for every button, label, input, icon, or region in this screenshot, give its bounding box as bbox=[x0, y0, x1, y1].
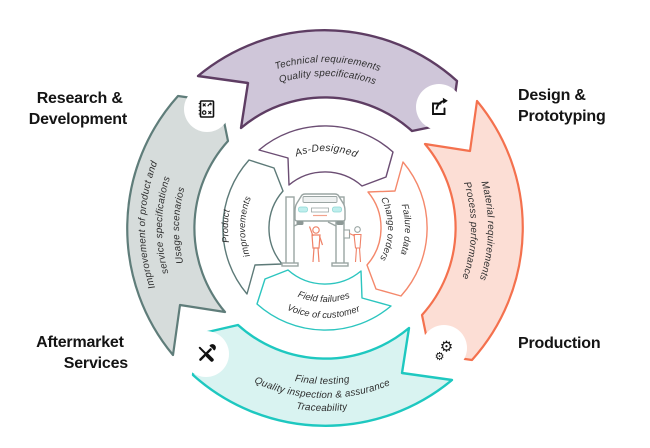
outer-ring bbox=[126, 29, 524, 427]
svg-text:⚙: ⚙ bbox=[435, 350, 445, 363]
technician-figure bbox=[343, 226, 362, 263]
outer-arc-rd-to-design bbox=[196, 29, 459, 133]
share-export-icon bbox=[416, 84, 462, 130]
outer-arc-production-to-aftermarket bbox=[191, 323, 454, 427]
stage-label-aftermarket-services: Aftermarket Services bbox=[36, 334, 128, 372]
arc-text-product: Product bbox=[220, 208, 232, 243]
inner-ring bbox=[222, 125, 428, 331]
outer-arc-design-to-production bbox=[420, 99, 524, 362]
inner-arc-field-failures bbox=[256, 269, 392, 331]
arc-text-field-failures: Field failures bbox=[297, 289, 352, 304]
arc-text-failure-data: Failure data bbox=[399, 203, 413, 257]
inner-arc-as-designed bbox=[258, 125, 394, 187]
inner-arc-failure-data bbox=[366, 161, 428, 297]
arc-text-traceability: Traceability bbox=[296, 401, 349, 414]
inner-arc-product-improvements bbox=[222, 159, 284, 295]
arc-text-final-testing: Final testing bbox=[294, 373, 351, 387]
stage-labels: Research & Development Design & Prototyp… bbox=[29, 87, 606, 372]
svg-text:⚙: ⚙ bbox=[440, 338, 453, 356]
crossed-tools-icon bbox=[183, 331, 229, 377]
stage-label-design-prototyping: Design & Prototyping bbox=[518, 87, 606, 125]
mechanic-figure bbox=[308, 226, 324, 263]
outer-arc-aftermarket-to-rd bbox=[126, 94, 230, 357]
stage-label-research-development: Research & Development bbox=[29, 90, 128, 128]
stage-label-production: Production bbox=[518, 335, 600, 352]
stage-icons: ⚙ ⚙ bbox=[183, 84, 467, 377]
car-on-lift-illustration bbox=[281, 193, 362, 267]
strategy-plan-icon bbox=[184, 86, 230, 132]
gears-icon: ⚙ ⚙ bbox=[421, 325, 467, 371]
